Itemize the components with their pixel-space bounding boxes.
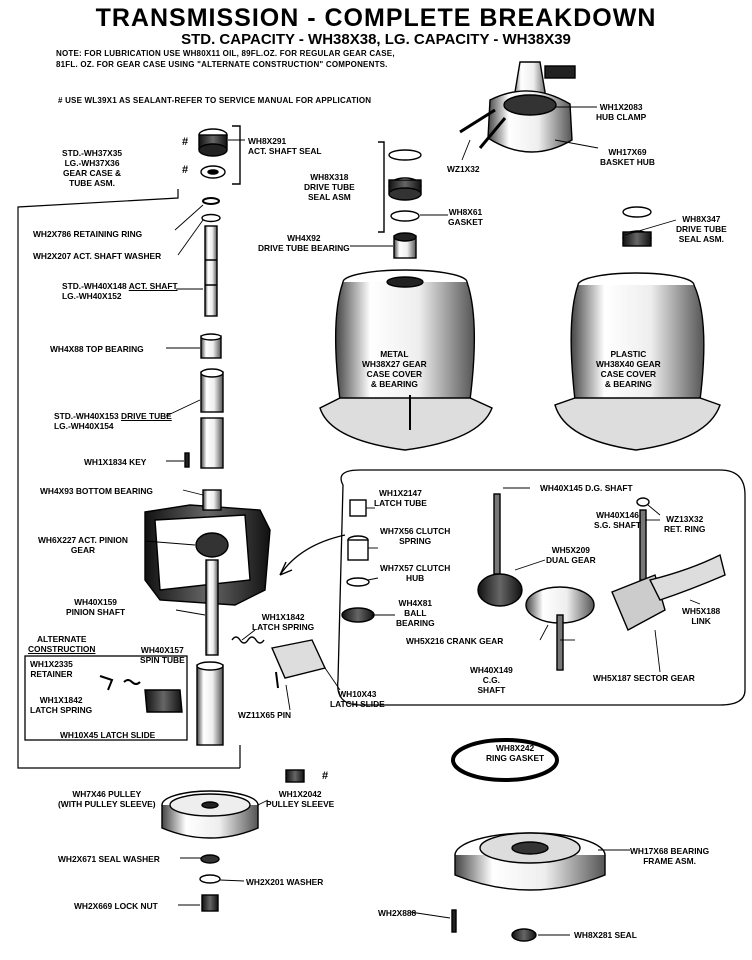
basket-hub-drawing — [459, 61, 576, 153]
bearing-frame-drawing — [451, 832, 606, 942]
latch-slide-drawing — [99, 636, 326, 713]
sealant-marker: # — [322, 770, 329, 782]
shaft-washer-label: WH2X207 ACT. SHAFT WASHER — [33, 251, 162, 261]
drive-tube-label: STD.-WH40X153 DRIVE TUBE LG.-WH40X154 — [54, 411, 172, 431]
act-shaft-seal-drawing — [198, 125, 241, 185]
page-title: TRANSMISSION - COMPLETE BREAKDOWN — [95, 4, 657, 32]
sector-gear-label: WH5X187 SECTOR GEAR — [593, 673, 695, 683]
pulley-drawing — [161, 769, 305, 912]
key-label: WH1X1834 KEY — [84, 457, 147, 467]
retaining-ring-label: WH2X786 RETAINING RING — [33, 229, 143, 239]
alt-latch-slide-label: WH10X45 LATCH SLIDE — [60, 730, 156, 740]
act-shaft-label: STD.-WH40X148 ACT. SHAFT LG.-WH40X152 — [62, 281, 178, 301]
wz1x32-label: WZ1X32 — [447, 164, 480, 174]
page-subtitle: STD. CAPACITY - WH38X38, LG. CAPACITY - … — [181, 31, 571, 48]
seal-label: WH8X281 SEAL — [574, 930, 637, 940]
drive-tube-seal-drawing — [378, 141, 422, 259]
lubrication-note-line2: 81FL. OZ. FOR GEAR CASE USING "ALTERNATE… — [56, 60, 388, 69]
top-bearing-label: WH4X88 TOP BEARING — [50, 344, 144, 354]
act-shaft-drawing — [184, 197, 224, 469]
bottom-bearing-label: WH4X93 BOTTOM BEARING — [40, 486, 153, 496]
metal-gear-case-cover-drawing — [319, 269, 493, 451]
pin-label: WZ11X65 PIN — [238, 710, 292, 720]
sealant-note: # USE WL39X1 AS SEALANT-REFER TO SERVICE… — [58, 96, 372, 105]
gear-case-body-drawing — [144, 489, 271, 746]
gear-train-drawing — [341, 493, 726, 671]
dg-shaft-label: WH40X145 D.G. SHAFT — [540, 483, 633, 493]
sealant-marker: # — [182, 136, 189, 148]
lubrication-note-line1: NOTE: FOR LUBRICATION USE WH80X11 OIL, 8… — [56, 49, 395, 58]
plastic-gear-case-cover-drawing — [554, 206, 721, 451]
wh2x888-label: WH2X888 — [378, 908, 417, 918]
lock-nut-label: WH2X669 LOCK NUT — [74, 901, 158, 911]
seal-washer-label: WH2X671 SEAL WASHER — [58, 854, 160, 864]
pulley-label: WH7X46 PULLEY(WITH PULLEY SLEEVE) — [58, 789, 156, 809]
sealant-marker: # — [182, 164, 189, 176]
washer-label: WH2X201 WASHER — [246, 877, 324, 887]
crank-gear-label: WH5X216 CRANK GEAR — [406, 636, 504, 646]
